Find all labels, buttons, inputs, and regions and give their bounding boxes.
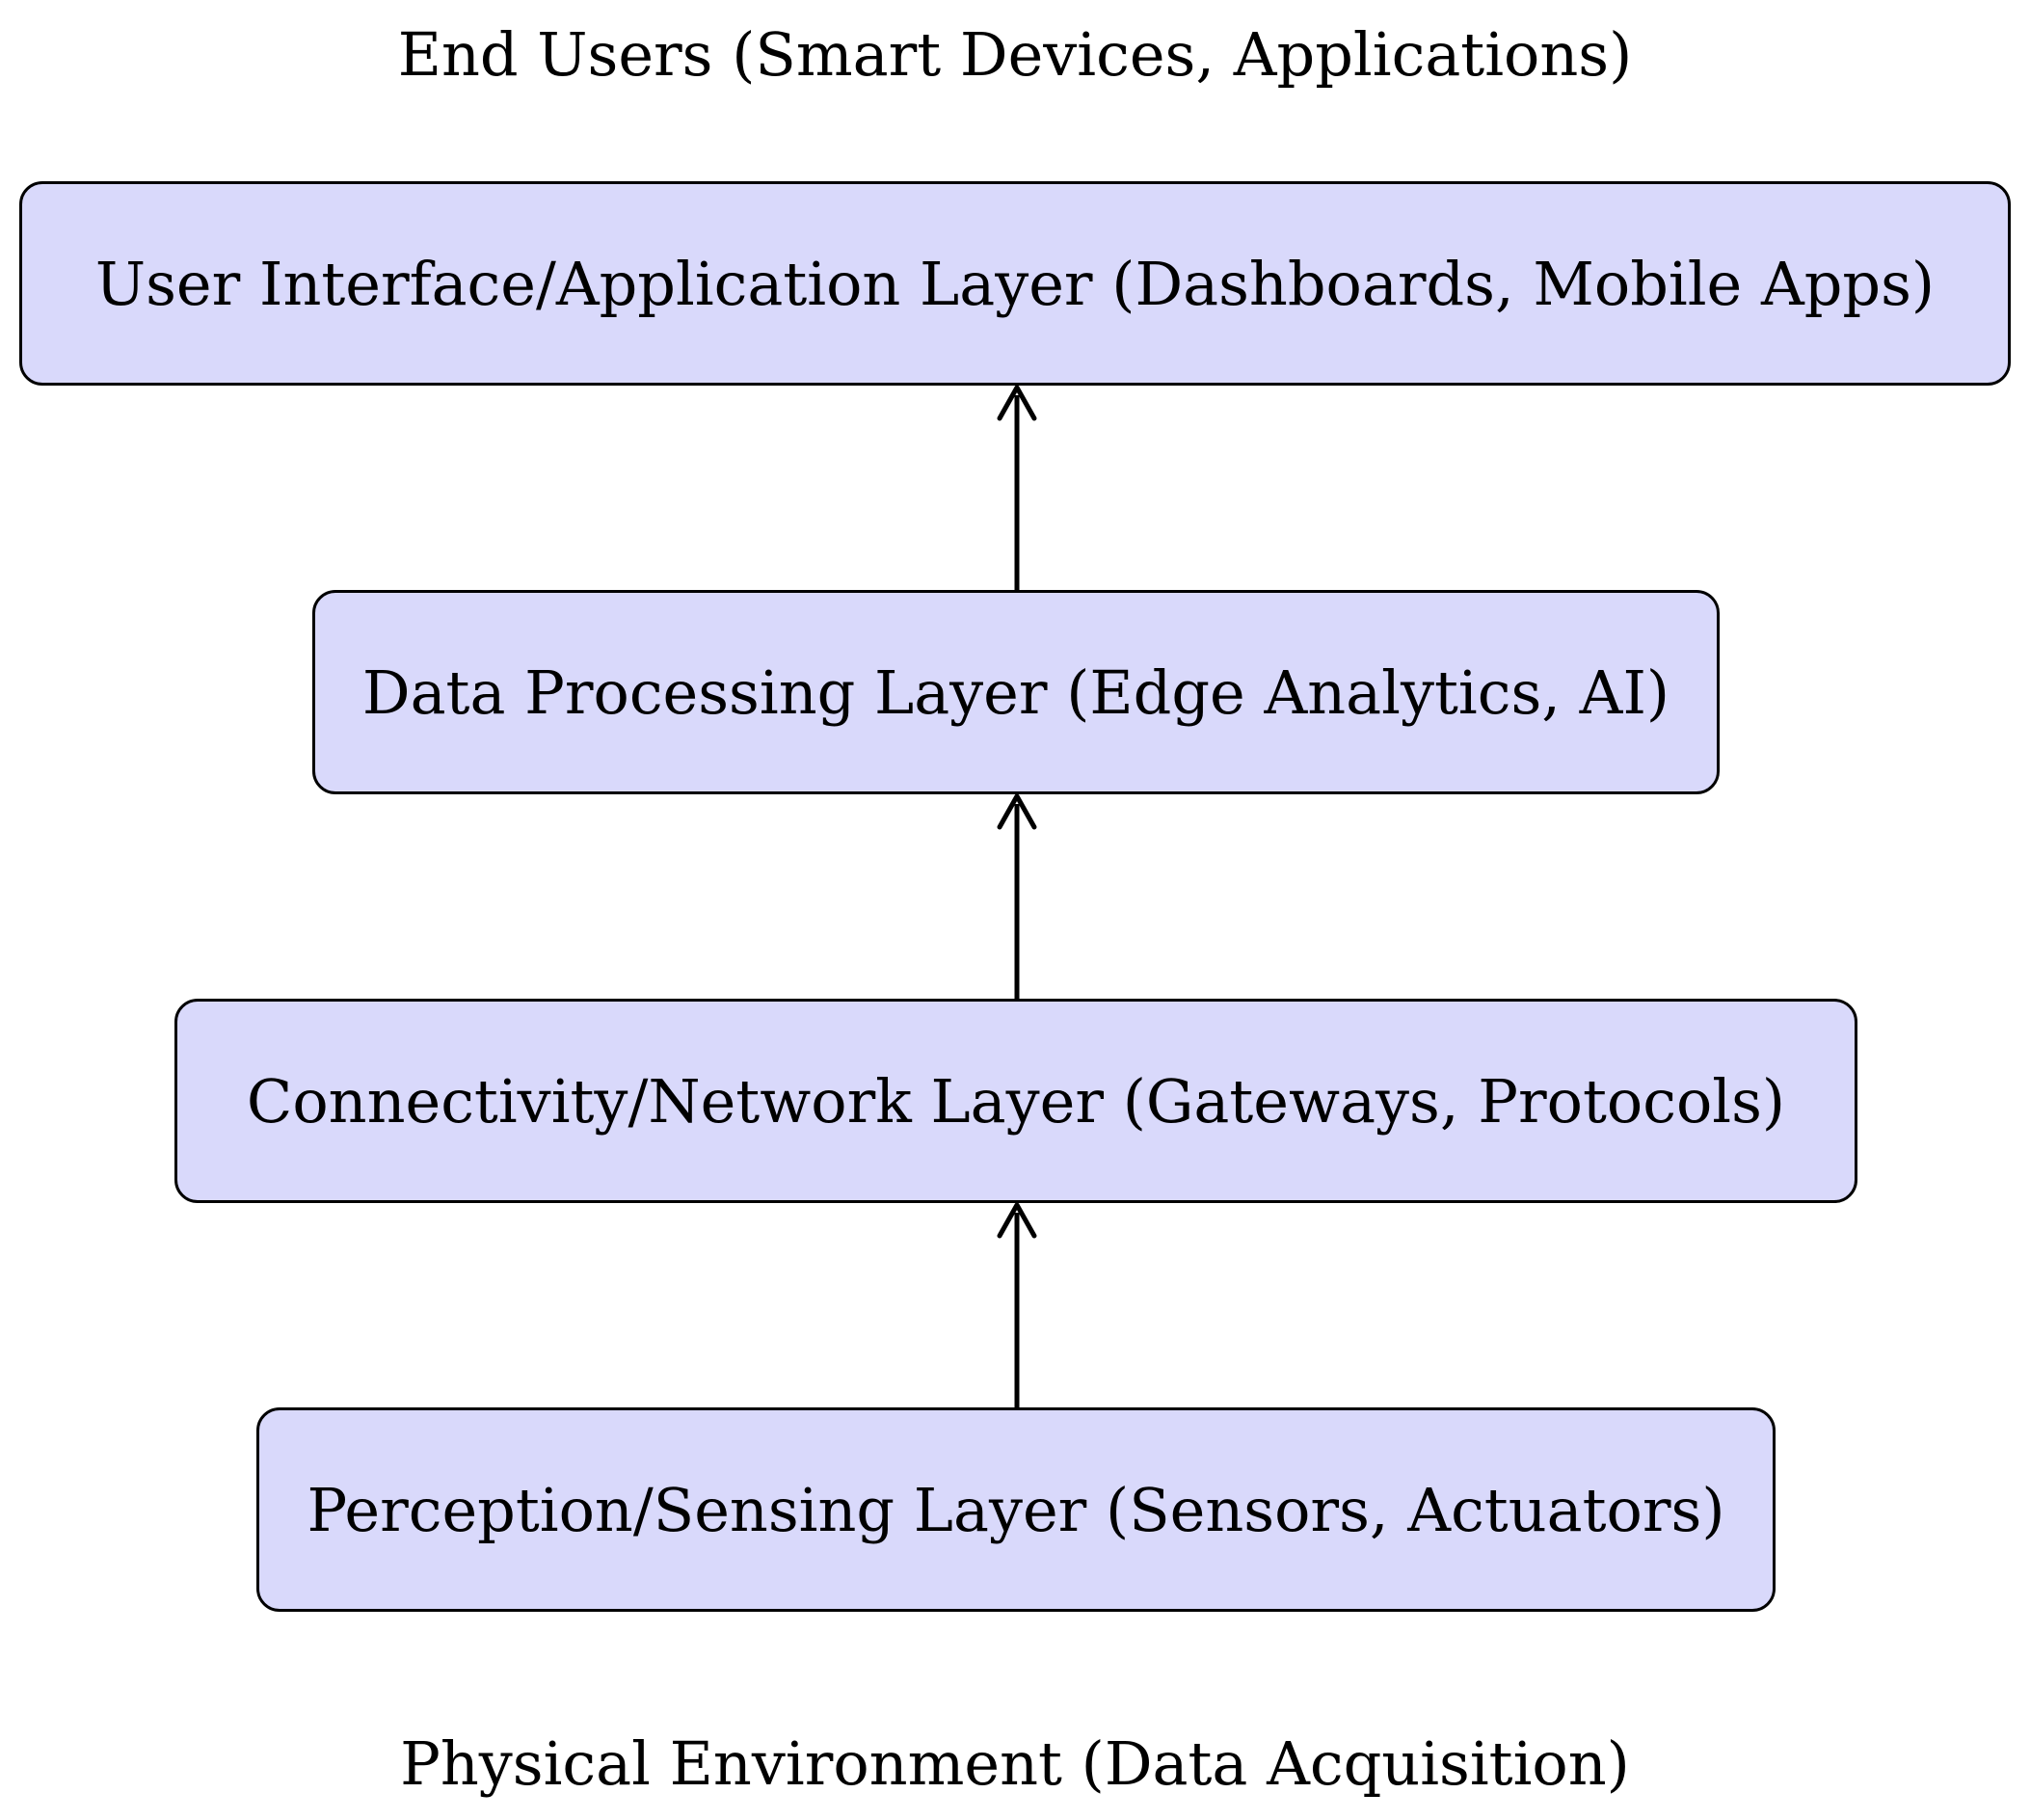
connectivity-network-layer-label: Connectivity/Network Layer (Gateways, Pr… [246,1065,1786,1137]
user-interface-layer-label: User Interface/Application Layer (Dashbo… [94,248,1936,319]
end-users-caption: End Users (Smart Devices, Applications) [397,19,1633,90]
data-processing-layer-box: Data Processing Layer (Edge Analytics, A… [312,590,1720,794]
physical-environment-caption: Physical Environment (Data Acquisition) [400,1728,1630,1799]
user-interface-layer-box: User Interface/Application Layer (Dashbo… [19,181,2011,386]
data-processing-layer-label: Data Processing Layer (Edge Analytics, A… [361,656,1670,728]
arrow-perception-to-network [997,1202,1037,1407]
perception-sensing-layer-box: Perception/Sensing Layer (Sensors, Actua… [256,1407,1776,1612]
perception-sensing-layer-label: Perception/Sensing Layer (Sensors, Actua… [307,1474,1725,1545]
arrow-network-to-processing [997,793,1037,999]
connectivity-network-layer-box: Connectivity/Network Layer (Gateways, Pr… [174,999,1857,1203]
arrow-processing-to-ui [997,385,1037,590]
